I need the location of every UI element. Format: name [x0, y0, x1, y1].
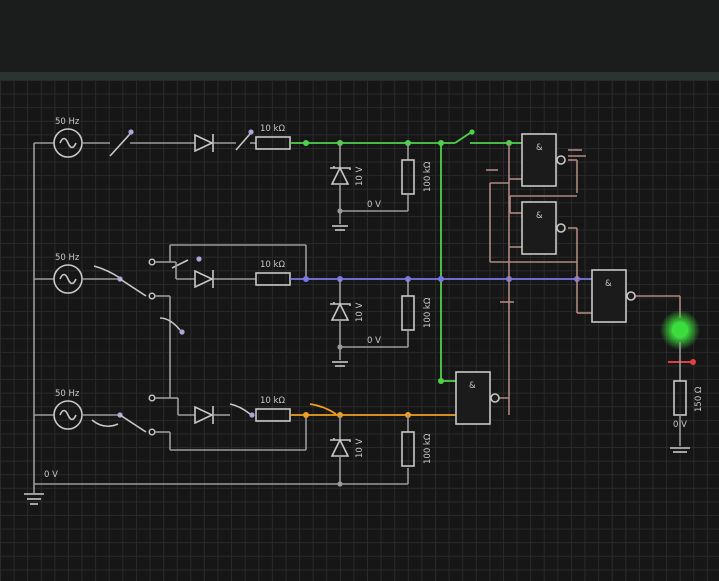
ac-source-3[interactable]: [53, 400, 83, 430]
led-resistor[interactable]: [673, 362, 687, 446]
and-gate-3-label: &: [605, 279, 612, 289]
and-gate-4[interactable]: [455, 371, 500, 425]
and-gate-1-label: &: [536, 143, 543, 153]
and-gate-4-label: &: [469, 381, 476, 391]
ac-source-1[interactable]: [53, 128, 83, 158]
diode-3[interactable]: [194, 405, 214, 425]
ground-2-label: 0 V: [367, 336, 381, 346]
led-resistor-label: 150 Ω: [694, 386, 704, 412]
green-net[interactable]: [290, 129, 522, 384]
ground-1-icon: [332, 225, 348, 231]
diode-2[interactable]: [194, 269, 214, 289]
ground-2-icon: [332, 361, 348, 367]
logic-wiring[interactable]: [486, 143, 681, 415]
load-resistor-3-label: 100 kΩ: [423, 433, 433, 464]
zener-3[interactable]: [330, 415, 351, 487]
resistor-series-1-label: 10 kΩ: [260, 124, 285, 134]
and-gate-2[interactable]: [521, 201, 566, 255]
channel-1-wiring[interactable]: [82, 129, 256, 157]
led-ground-label: 0 V: [673, 420, 687, 430]
load-resistor-3[interactable]: [401, 415, 415, 467]
zener-3-label: 10 V: [355, 438, 365, 458]
app-top-bar: [0, 0, 719, 72]
channel-2-wiring[interactable]: [82, 256, 256, 335]
main-ground-label: 0 V: [44, 470, 58, 480]
zener-1[interactable]: [330, 143, 351, 224]
and-gate-1[interactable]: [521, 133, 566, 187]
ac-source-2[interactable]: [53, 264, 83, 294]
toolbar-divider: [0, 72, 719, 80]
ground-1-label: 0 V: [367, 200, 381, 210]
and-gate-3[interactable]: [591, 269, 636, 323]
and-gate-2-label: &: [536, 211, 543, 221]
channel-3-wiring[interactable]: [82, 394, 255, 436]
ac-source-1-label: 50 Hz: [55, 117, 80, 127]
common-rail[interactable]: [33, 142, 409, 493]
circuit-canvas[interactable]: [0, 80, 719, 581]
load-resistor-1[interactable]: [337, 143, 415, 214]
load-resistor-1-label: 100 kΩ: [423, 161, 433, 192]
load-resistor-2[interactable]: [337, 279, 415, 350]
switch-box[interactable]: [169, 244, 307, 451]
load-resistor-2-label: 100 kΩ: [423, 297, 433, 328]
resistor-series-3-label: 10 kΩ: [260, 396, 285, 406]
led-output[interactable]: [660, 310, 700, 365]
main-ground-icon: [24, 493, 44, 505]
zener-1-label: 10 V: [355, 166, 365, 186]
blue-net[interactable]: [290, 276, 592, 282]
diode-1[interactable]: [194, 133, 214, 153]
ac-source-2-label: 50 Hz: [55, 253, 80, 263]
zener-2-label: 10 V: [355, 302, 365, 322]
orange-net[interactable]: [290, 403, 456, 418]
resistor-series-2-label: 10 kΩ: [260, 260, 285, 270]
led-ground-icon: [670, 447, 690, 453]
resistor-series-2[interactable]: [255, 272, 291, 286]
zener-2[interactable]: [330, 279, 351, 360]
ac-source-3-label: 50 Hz: [55, 389, 80, 399]
resistor-series-1[interactable]: [255, 136, 291, 150]
resistor-series-3[interactable]: [255, 408, 291, 422]
